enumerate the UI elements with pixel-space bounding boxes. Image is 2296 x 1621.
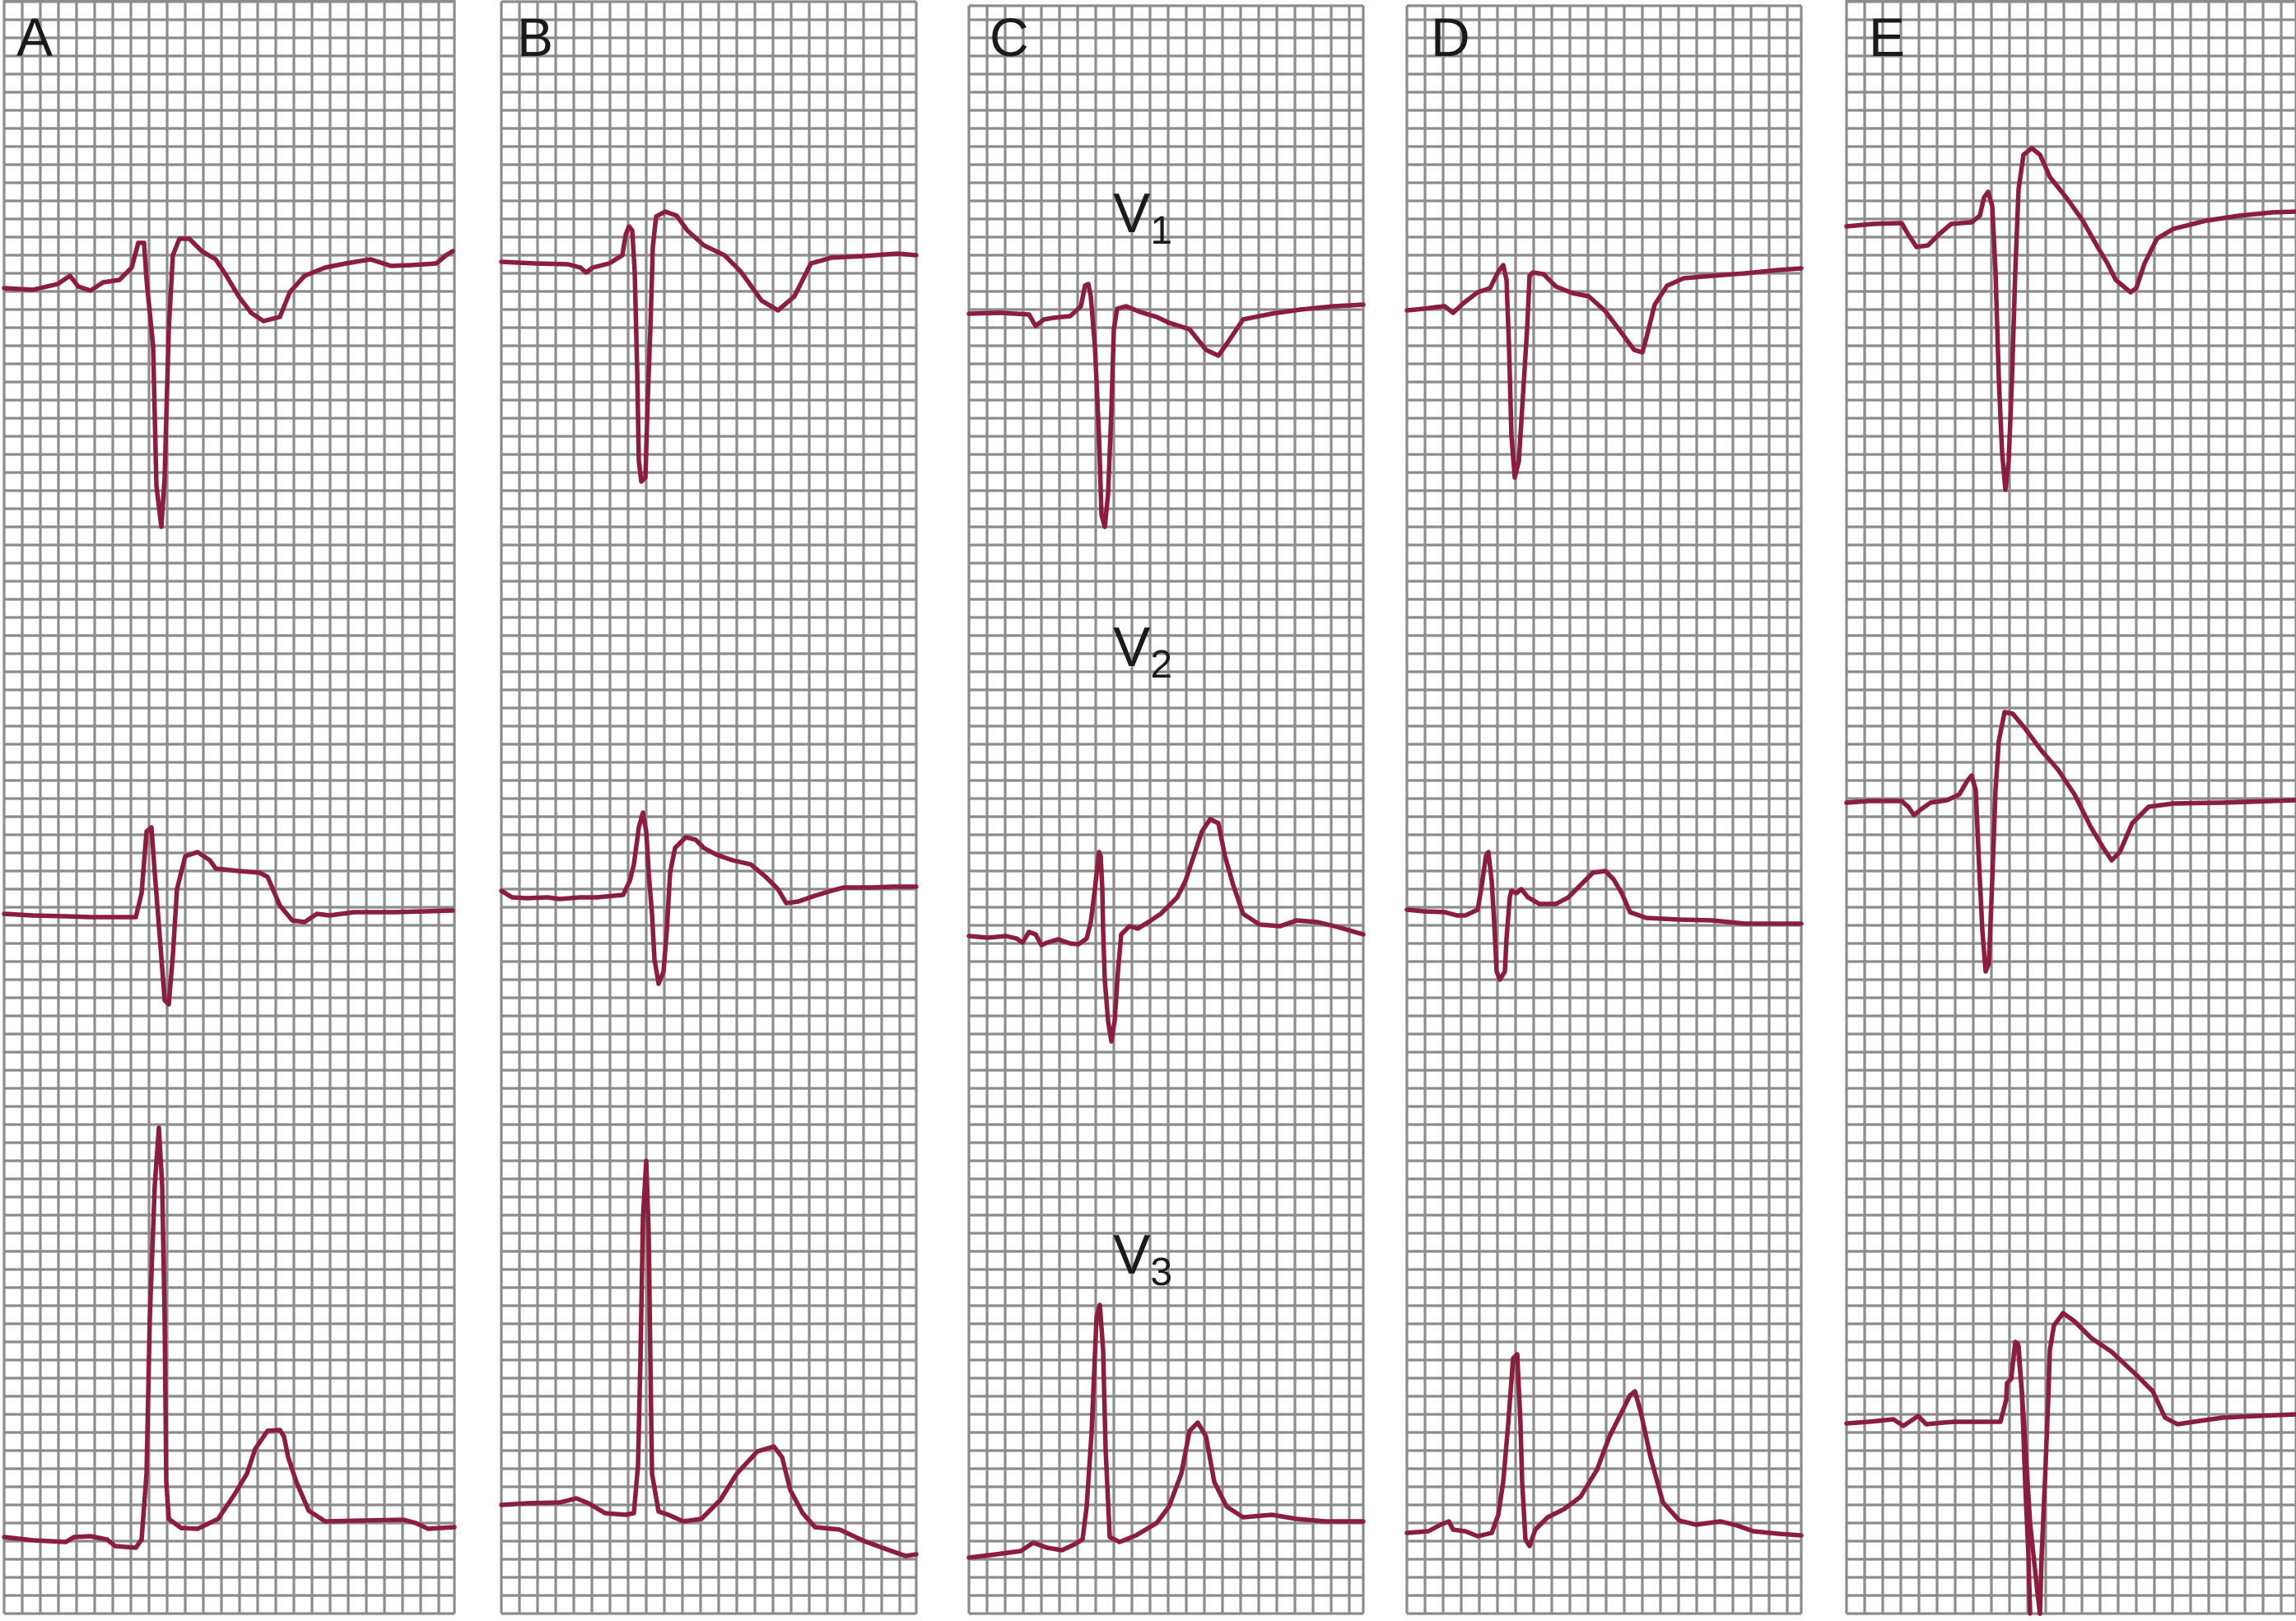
lead-letter: V: [1113, 182, 1151, 245]
ecg-trace-a-v3: [2, 1125, 457, 1550]
grid-lines: [1405, 4, 1803, 1615]
ecg-trace-e-v1: [1844, 146, 2296, 492]
ecg-trace-e-v3-c: [2038, 1311, 2296, 1616]
lead-label-v3: V3: [1113, 1227, 1172, 1293]
ecg-trace-d-v2: [1404, 850, 1804, 982]
ecg-trace-e-v2: [1844, 710, 2296, 974]
ecg-trace-b-v1: [499, 209, 919, 484]
lead-letter: V: [1113, 616, 1151, 678]
panel-label-a: A: [16, 7, 54, 68]
ecg-trace-c-v1: [966, 282, 1366, 529]
grid-lines: [500, 0, 918, 1615]
grid-lines: [2, 0, 456, 1615]
ecg-trace-c-v3: [966, 1302, 1366, 1560]
ecg-panel-c: [967, 4, 1365, 1615]
panel-label-d: D: [1431, 7, 1470, 68]
ecg-traces: [2, 146, 2296, 1616]
ecg-trace-b-v3: [499, 1158, 919, 1558]
panel-label-b: B: [517, 7, 554, 68]
ecg-trace-b-v2: [499, 810, 919, 986]
ecg-panel-a: [2, 0, 456, 1615]
panel-label-e: E: [1869, 7, 1906, 68]
ecg-trace-c-v2: [966, 817, 1366, 1044]
lead-label-v2: V2: [1113, 619, 1172, 685]
lead-number: 1: [1150, 209, 1173, 253]
ecg-trace-a-v1: [2, 236, 455, 529]
ecg-trace-d-v3: [1404, 1352, 1804, 1549]
lead-label-v1: V1: [1113, 185, 1172, 251]
ecg-panel-d: [1405, 4, 1803, 1615]
ecg-trace-d-v1: [1404, 263, 1804, 480]
grid-paper: [501, 2, 916, 1614]
ecg-trace-a-v2: [2, 825, 455, 1007]
grid-paper: [4, 0, 454, 1614]
lead-number: 3: [1150, 1251, 1173, 1294]
grid-paper: [1407, 6, 1801, 1614]
lead-number: 2: [1150, 643, 1173, 687]
panel-label-c: C: [990, 7, 1029, 68]
lead-letter: V: [1113, 1223, 1151, 1286]
ecg-panel-b: [500, 0, 918, 1615]
